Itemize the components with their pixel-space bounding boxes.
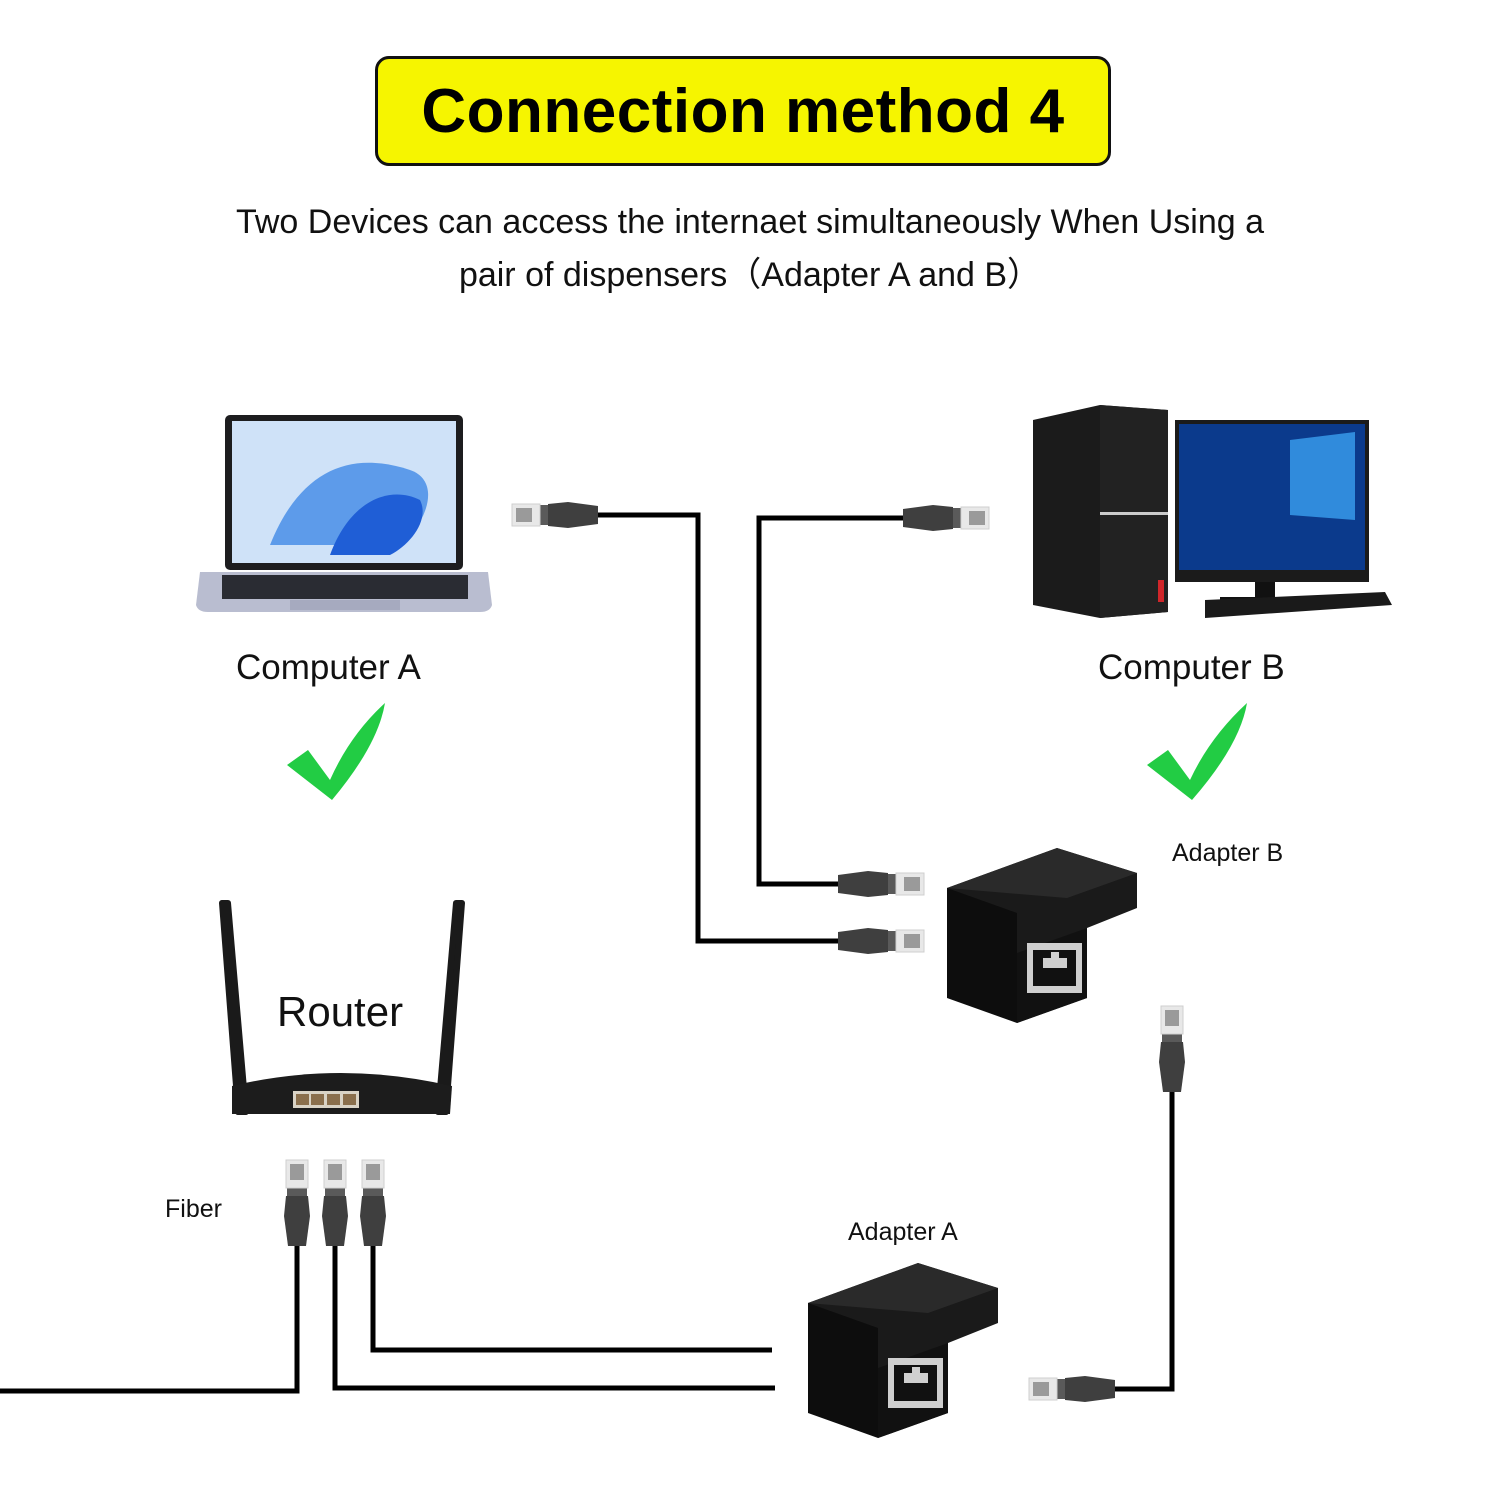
- check-icon-computer-a: [287, 703, 385, 800]
- computer-a-label: Computer A: [236, 648, 421, 687]
- fiber-label: Fiber: [165, 1195, 222, 1223]
- desktop-pc-icon: [1033, 405, 1392, 618]
- router-cables: [0, 1159, 775, 1394]
- adapter-b-icon: [947, 848, 1137, 1023]
- title-banner: Connection method 4: [375, 56, 1111, 166]
- router-label: Router: [277, 988, 404, 1035]
- adapter-a-icon: [808, 1263, 998, 1438]
- adapter-a-label: Adapter A: [848, 1218, 958, 1246]
- cable-computer-b: [756, 504, 990, 898]
- adapter-b-label: Adapter B: [1172, 839, 1284, 867]
- computer-b-label: Computer B: [1098, 648, 1285, 687]
- check-icon-computer-b: [1147, 703, 1247, 800]
- laptop-icon: [196, 415, 492, 612]
- cable-adapter-b-to-a: [1028, 1005, 1186, 1403]
- cable-computer-a: [511, 501, 925, 955]
- page-title: Connection method 4: [421, 76, 1065, 146]
- subtitle-line-1: Two Devices can access the internaet sim…: [235, 203, 1265, 241]
- router-icon: [219, 900, 465, 1115]
- subtitle: Two Devices can access the internaet sim…: [100, 196, 1400, 302]
- subtitle-line-2: pair of dispensers（Adapter A and B）: [458, 256, 1042, 294]
